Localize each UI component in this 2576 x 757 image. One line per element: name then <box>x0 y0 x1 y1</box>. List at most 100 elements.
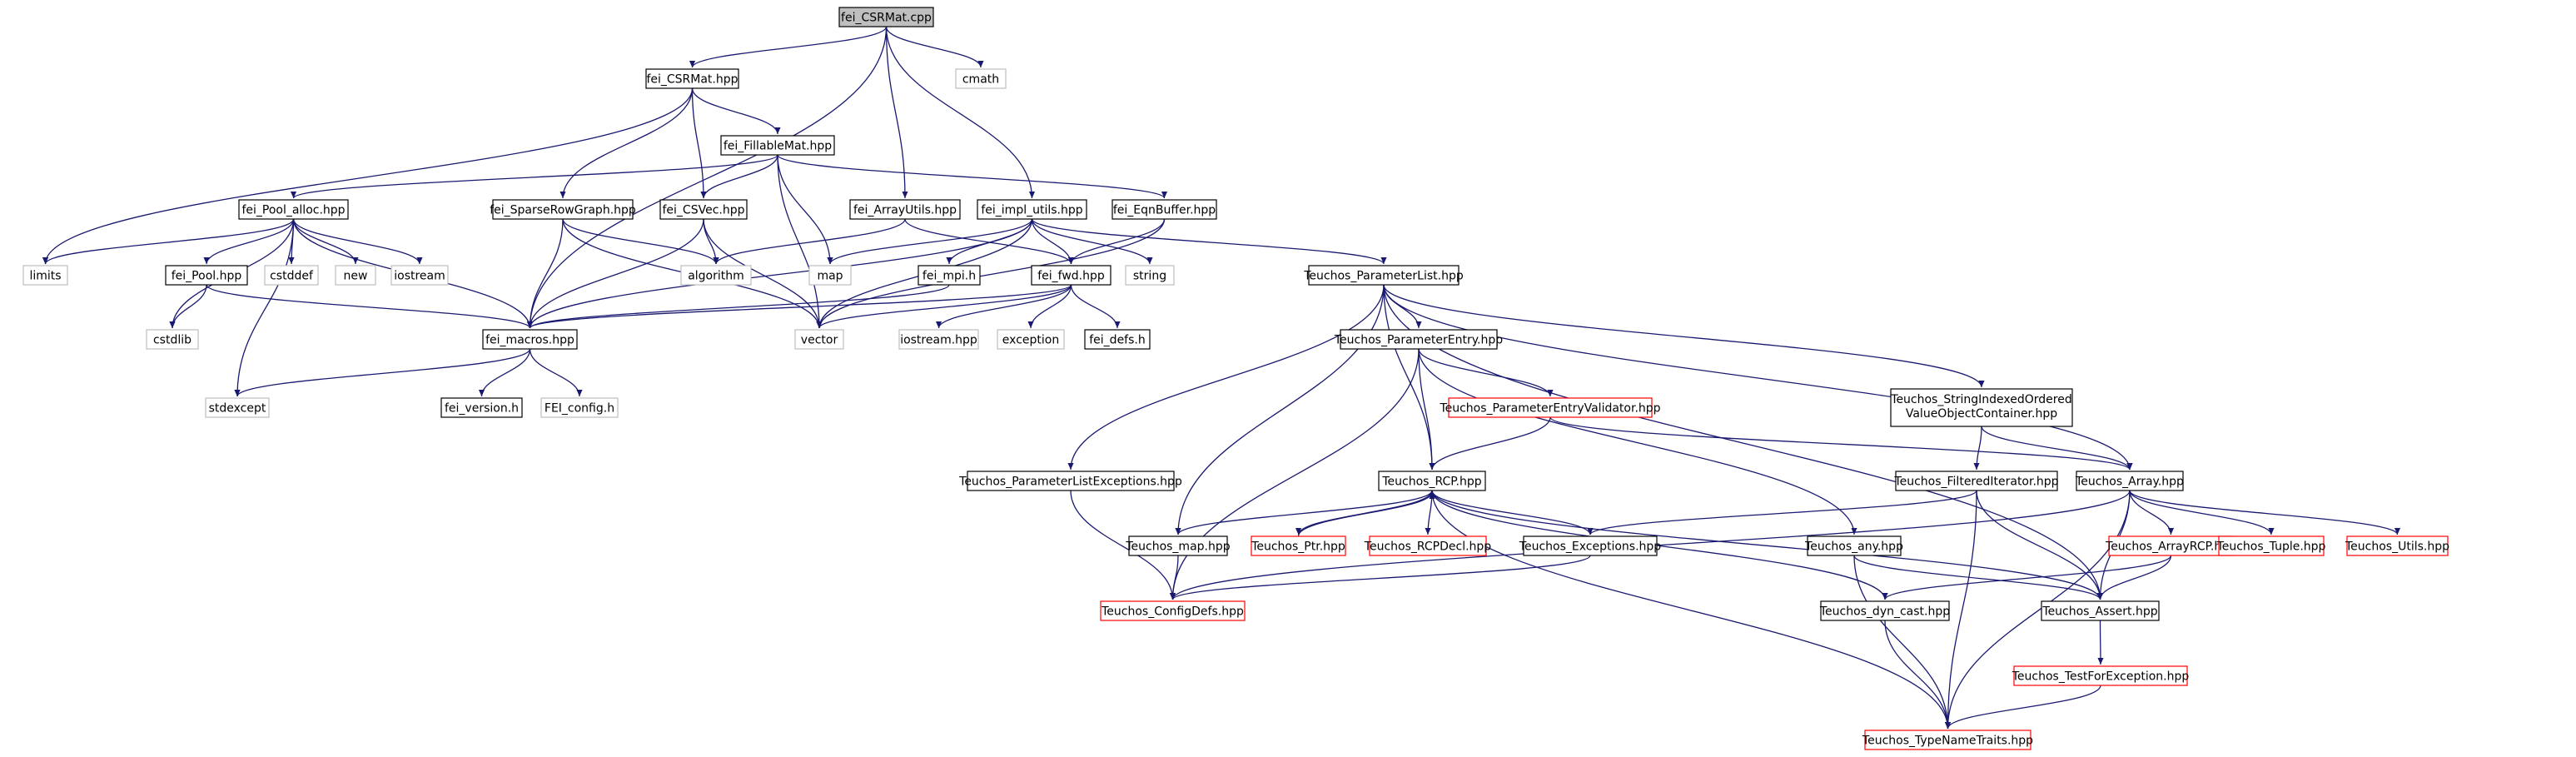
node-teuchos-parameterlistexceptions-hpp[interactable]: Teuchos_ParameterListExceptions.hpp <box>958 471 1182 491</box>
edge-teuchos-stringindexedordered-to-teuchos-array-hpp <box>1981 426 2133 471</box>
node-box <box>1523 535 1658 556</box>
node-label: Teuchos_ParameterEntry.hpp <box>1334 334 1503 347</box>
node-label: Teuchos_RCPDecl.hpp <box>1364 540 1492 554</box>
node-teuchos-parameterentry-hpp[interactable]: Teuchos_ParameterEntry.hpp <box>1334 329 1503 350</box>
node-fei-csvec-hpp[interactable]: fei_CSVec.hpp <box>659 199 748 220</box>
node-label: Teuchos_RCP.hpp <box>1381 476 1481 489</box>
node-fei-fwd-hpp[interactable]: fei_fwd.hpp <box>1031 265 1111 286</box>
node-fei-defs-h[interactable]: fei_defs.h <box>1084 329 1151 350</box>
node-fei-impl-utils-hpp[interactable]: fei_impl_utils.hpp <box>977 199 1087 220</box>
node-label: fei_impl_utils.hpp <box>981 204 1082 217</box>
edge-teuchos-rcp-hpp-to-teuchos-assert-hpp <box>1431 490 2103 600</box>
node-label: cmath <box>962 73 999 87</box>
node-fei-mpi-h[interactable]: fei_mpi.h <box>918 265 981 286</box>
node-fei-csrmat-hpp[interactable]: fei_CSRMat.hpp <box>645 68 739 89</box>
node-label: map <box>817 270 843 283</box>
node-teuchos-arrayrcp-hpp[interactable]: Teuchos_ArrayRCP.hpp <box>2105 535 2236 556</box>
node-box <box>2041 600 2160 621</box>
node-new: new <box>335 265 376 286</box>
edge-fei-csvec-hpp-to-fei-macros-hpp <box>526 218 704 329</box>
edge-teuchos-dyn-cast-hpp-to-teuchos-typenametraits-hpp <box>1884 620 1952 730</box>
node-fei-eqnbuffer-hpp[interactable]: fei_EqnBuffer.hpp <box>1111 199 1217 220</box>
node-label: Teuchos_Assert.hpp <box>2041 605 2157 619</box>
node-box <box>1820 600 1950 621</box>
node-teuchos-parameterlist-hpp[interactable]: Teuchos_ParameterList.hpp <box>1303 265 1464 286</box>
edge-fei-macros-hpp-to-fei-version-h <box>478 348 531 397</box>
node-box <box>680 265 752 286</box>
node-fei-arrayutils-hpp[interactable]: fei_ArrayUtils.hpp <box>849 199 961 220</box>
node-fei-pool-hpp[interactable]: fei_Pool.hpp <box>165 265 248 286</box>
node-cmath: cmath <box>955 68 1007 89</box>
edge-fei-pool-hpp-to-fei-macros-hpp <box>206 284 533 329</box>
node-teuchos-testforexception-hpp[interactable]: Teuchos_TestForException.hpp <box>2012 665 2190 686</box>
node-teuchos-tuple-hpp[interactable]: Teuchos_Tuple.hpp <box>2216 535 2326 556</box>
edge-teuchos-parameterlist-hpp-to-teuchos-array-hpp <box>1383 284 2133 471</box>
node-box <box>2076 471 2184 491</box>
node-label: Teuchos_Utils.hpp <box>2345 540 2449 554</box>
edge-teuchos-parameterentry-hpp-to-teuchos-rcp-hpp <box>1418 348 1435 471</box>
node-teuchos-configdefs-hpp[interactable]: Teuchos_ConfigDefs.hpp <box>1100 600 1246 621</box>
edge-fei-pool-alloc-hpp-to-new <box>292 218 359 265</box>
edge-teuchos-testforexception-hpp-to-teuchos-typenametraits-hpp <box>1944 685 2101 730</box>
node-teuchos-stringindexedorderedvalueobjectcontainer-hpp[interactable]: Teuchos_StringIndexedOrderedValueObjectC… <box>1890 388 2073 427</box>
node-box <box>1807 535 1902 556</box>
node-label: limits <box>29 270 61 283</box>
node-map: map <box>808 265 852 286</box>
node-teuchos-dyn-cast-hpp[interactable]: Teuchos_dyn_cast.hpp <box>1819 600 1950 621</box>
node-fei-csrmat-cpp[interactable]: fei_CSRMat.cpp <box>838 7 934 27</box>
edge-teuchos-filterediterator-hpp-to-teuchos-typenametraits-hpp <box>1944 490 1977 730</box>
node-fei-sparserowgraph-hpp[interactable]: fei_SparseRowGraph.hpp <box>490 199 636 220</box>
edge-fei-fillablemat-hpp-to-fei-csvec-hpp <box>700 154 778 199</box>
edge-fei-fwd-hpp-to-fei-defs-h <box>1070 284 1121 329</box>
node-fei-fillablemat-hpp[interactable]: fei_FillableMat.hpp <box>720 135 835 156</box>
node-fei-pool-alloc-hpp[interactable]: fei_Pool_alloc.hpp <box>238 199 349 220</box>
node-box <box>1378 471 1486 491</box>
node-label: fei_FillableMat.hpp <box>724 140 832 153</box>
edge-teuchos-parameterlist-hpp-to-teuchos-map-hpp <box>1175 284 1385 535</box>
edge-fei-eqnbuffer-hpp-to-vector <box>816 218 1166 329</box>
edge-fei-csrmat-cpp-to-fei-macros-hpp <box>526 26 888 329</box>
edge-fei-csrmat-hpp-to-fei-fillablemat-hpp <box>691 87 781 135</box>
node-box <box>2218 535 2325 556</box>
node-label: Teuchos_ParameterListExceptions.hpp <box>958 476 1182 489</box>
edge-fei-impl-utils-hpp-to-string <box>1031 218 1153 265</box>
node-teuchos-rcpdecl-hpp[interactable]: Teuchos_RCPDecl.hpp <box>1364 535 1492 556</box>
node-box <box>1864 730 2031 750</box>
edge-fei-csrmat-cpp-to-cmath <box>885 26 984 68</box>
node-box <box>898 329 979 350</box>
node-teuchos-any-hpp[interactable]: Teuchos_any.hpp <box>1804 535 1903 556</box>
node-teuchos-assert-hpp[interactable]: Teuchos_Assert.hpp <box>2041 600 2160 621</box>
node-teuchos-filterediterator-hpp[interactable]: Teuchos_FilteredIterator.hpp <box>1893 471 2059 491</box>
node-teuchos-map-hpp[interactable]: Teuchos_map.hpp <box>1125 535 1231 556</box>
node-fei-version-h[interactable]: fei_version.h <box>440 397 523 418</box>
node-box <box>492 199 634 220</box>
node-teuchos-rcp-hpp[interactable]: Teuchos_RCP.hpp <box>1378 471 1486 491</box>
node-fei-macros-hpp[interactable]: fei_macros.hpp <box>482 329 578 350</box>
edge-fei-impl-utils-hpp-to-map <box>827 218 1033 265</box>
node-label: fei_ArrayUtils.hpp <box>853 204 957 217</box>
node-label: fei_macros.hpp <box>485 334 574 347</box>
node-label: FEI_config.h <box>545 402 614 416</box>
node-teuchos-typenametraits-hpp[interactable]: Teuchos_TypeNameTraits.hpp <box>1862 730 2033 750</box>
node-teuchos-ptr-hpp[interactable]: Teuchos_Ptr.hpp <box>1251 535 1346 556</box>
node-box <box>645 68 739 89</box>
node-box <box>1448 397 1653 418</box>
node-teuchos-utils-hpp[interactable]: Teuchos_Utils.hpp <box>2345 535 2449 556</box>
node-label: Teuchos_ArrayRCP.hpp <box>2105 540 2236 554</box>
node-label: new <box>344 270 368 283</box>
edge-teuchos-array-hpp-to-teuchos-utils-hpp <box>2129 490 2400 535</box>
edge-fei-mpi-h-to-fei-macros-hpp <box>527 284 950 329</box>
node-algorithm: algorithm <box>680 265 752 286</box>
node-label: Teuchos_any.hpp <box>1804 540 1903 554</box>
node-teuchos-array-hpp[interactable]: Teuchos_Array.hpp <box>2075 471 2184 491</box>
edge-teuchos-parameterlist-hpp-to-teuchos-parameterlistexceptions-hpp <box>1067 284 1385 471</box>
node-teuchos-exceptions-hpp[interactable]: Teuchos_Exceptions.hpp <box>1519 535 1661 556</box>
node-box <box>1100 600 1246 621</box>
node-box <box>1895 471 2058 491</box>
node-teuchos-parameterentryvalidator-hpp[interactable]: Teuchos_ParameterEntryValidator.hpp <box>1439 397 1661 418</box>
edge-teuchos-rcp-hpp-to-teuchos-ptr-hpp <box>1295 490 1433 535</box>
node-box <box>1128 535 1228 556</box>
edge-teuchos-rcp-hpp-to-teuchos-map-hpp <box>1175 490 1433 535</box>
node-cstdlib: cstdlib <box>146 329 199 350</box>
node-box <box>165 265 248 286</box>
